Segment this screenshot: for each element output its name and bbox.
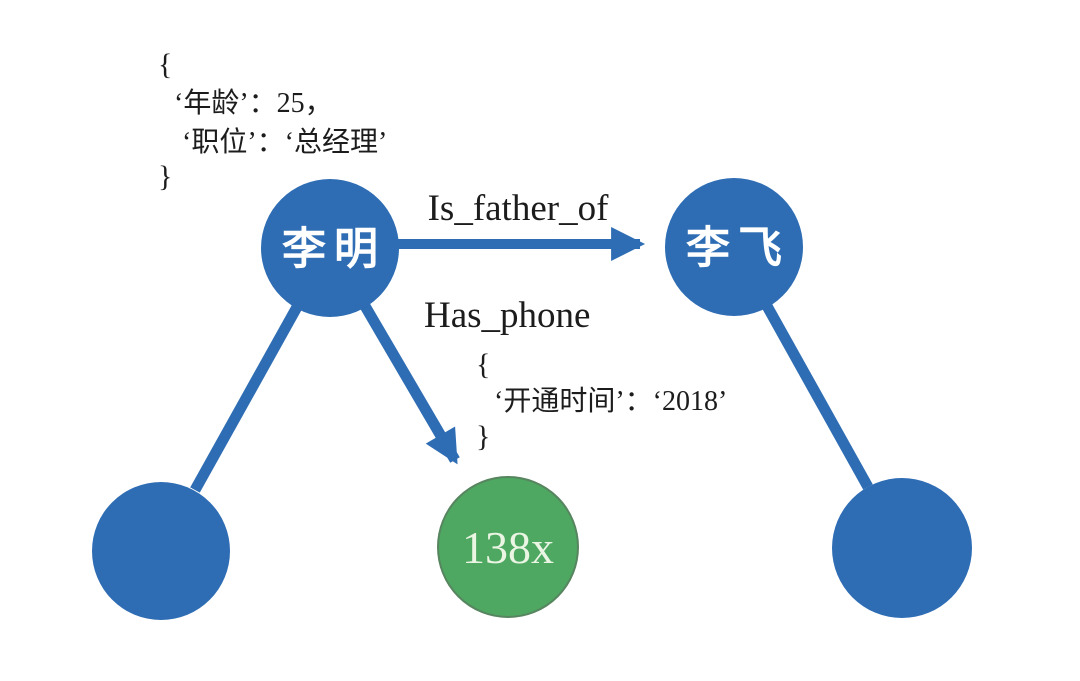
annotation-liming-title-line: ‘职位’：‘总经理’ (182, 126, 387, 158)
node-lifei-circle (665, 178, 803, 316)
node-right-unlabeled (832, 478, 972, 618)
annotation-hasphone-close-brace: } (476, 420, 490, 453)
node-left-unlabeled-circle (92, 482, 230, 620)
node-liming-label: 李明 (282, 224, 386, 273)
node-phone-circle (437, 476, 579, 618)
annotation-hasphone-open-brace: { (476, 348, 490, 381)
edge-has-phone-arrow (360, 303, 460, 465)
edge-lifei-to-right-node (762, 303, 873, 490)
annotation-hasphone-opendate-line: ‘开通时间’：‘2018’ (494, 385, 727, 417)
annotation-liming-age-line: ‘年龄’：25， (174, 87, 333, 119)
edge-label-has-phone: Has_phone (424, 295, 590, 336)
node-phone: 138x (437, 476, 579, 618)
annotation-liming-close-brace: } (158, 160, 172, 193)
node-left-unlabeled (92, 482, 230, 620)
annotation-hasphone-properties: { ‘开通时间’：‘2018’ } (476, 348, 727, 453)
node-liming: 李明 (261, 179, 399, 317)
annotation-liming-properties: { ‘年龄’：25， ‘职位’：‘总经理’ } (158, 48, 387, 193)
node-liming-circle (261, 179, 399, 317)
annotation-liming-open-brace: { (158, 48, 172, 81)
node-lifei: 李飞 (665, 178, 803, 316)
node-right-unlabeled-circle (832, 478, 972, 618)
edge-liming-to-left-node (190, 304, 302, 493)
node-phone-label: 138x (462, 522, 554, 573)
edge-label-is-father-of: Is_father_of (428, 188, 609, 229)
node-lifei-label: 李飞 (686, 223, 790, 272)
